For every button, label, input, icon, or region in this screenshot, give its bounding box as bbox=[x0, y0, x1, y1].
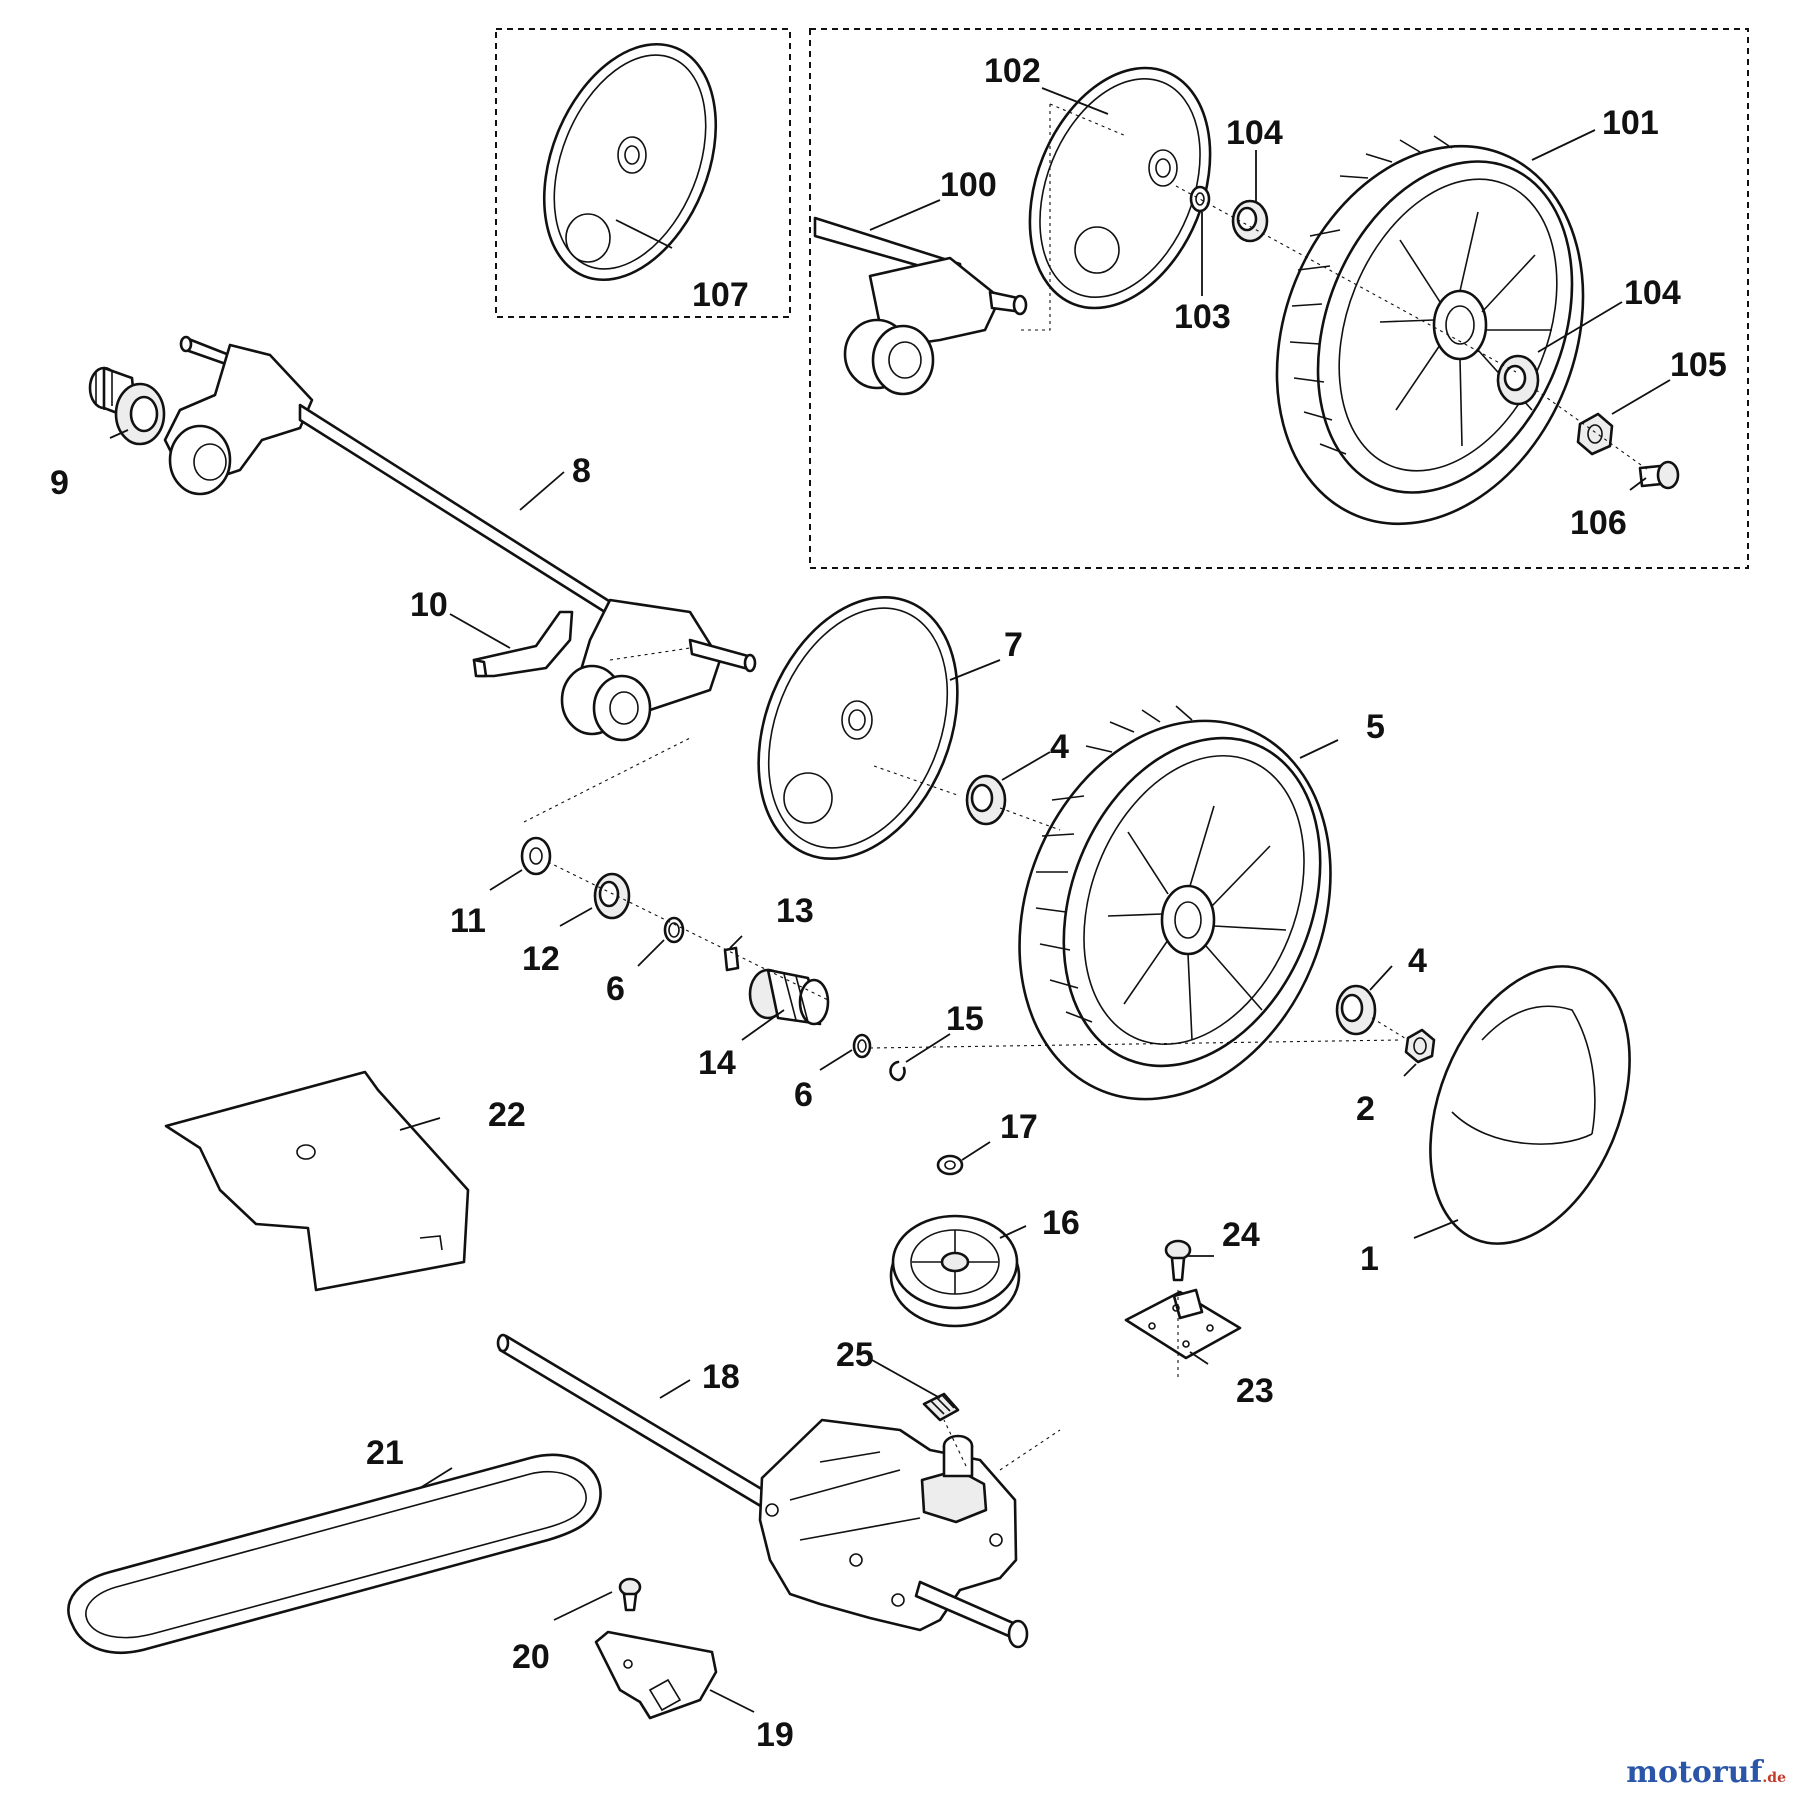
callout-11: 11 bbox=[450, 902, 486, 940]
part-15-clip bbox=[889, 1060, 906, 1082]
callout-18: 18 bbox=[702, 1358, 740, 1396]
part-104-bushing-upper bbox=[1231, 199, 1269, 243]
part-16-pulley bbox=[889, 1214, 1021, 1328]
callout-10: 10 bbox=[410, 586, 448, 624]
callout-12: 12 bbox=[522, 940, 560, 978]
callout-17: 17 bbox=[1000, 1108, 1038, 1146]
part-12-bearing bbox=[593, 872, 631, 920]
callout-6a: 6 bbox=[606, 970, 625, 1008]
callout-22: 22 bbox=[488, 1096, 526, 1134]
part-20-screw bbox=[618, 1577, 642, 1612]
part-25-spring bbox=[922, 1392, 960, 1422]
part-1-wheel-cover bbox=[1429, 965, 1631, 1245]
part-23-plate bbox=[1124, 1288, 1242, 1360]
part-101-wheel bbox=[1275, 135, 1585, 526]
callout-100: 100 bbox=[940, 166, 997, 204]
part-6-ring-upper bbox=[663, 916, 685, 944]
callout-107: 107 bbox=[692, 276, 749, 314]
callouts: 100 101 102 103 104 104 105 106 107 1 2 … bbox=[50, 52, 1727, 1754]
part-100-axle-bracket bbox=[813, 216, 1028, 396]
callout-103: 103 bbox=[1174, 298, 1231, 336]
callout-2: 2 bbox=[1356, 1090, 1375, 1128]
part-17-retaining-ring bbox=[936, 1154, 964, 1176]
callout-21: 21 bbox=[366, 1434, 404, 1472]
part-10-clip bbox=[472, 610, 574, 678]
callout-4b: 4 bbox=[1408, 942, 1427, 980]
callout-16: 16 bbox=[1042, 1204, 1080, 1242]
part-14-drive-pinion bbox=[748, 968, 830, 1026]
callout-14: 14 bbox=[698, 1044, 736, 1082]
part-11-washer bbox=[520, 836, 552, 876]
callout-106: 106 bbox=[1570, 504, 1627, 542]
part-8-rear-axle bbox=[163, 335, 757, 742]
part-18-transmission bbox=[496, 1333, 1029, 1649]
callout-105: 105 bbox=[1670, 346, 1727, 384]
part-106-bolt bbox=[1638, 460, 1680, 490]
callout-24: 24 bbox=[1222, 1216, 1260, 1254]
callout-9: 9 bbox=[50, 464, 69, 502]
callout-5: 5 bbox=[1366, 708, 1385, 746]
watermark-tld: .de bbox=[1762, 1770, 1786, 1786]
assembly-axes bbox=[523, 103, 1649, 1471]
part-4-bearing-upper bbox=[965, 774, 1007, 826]
callout-104a: 104 bbox=[1226, 114, 1283, 152]
callout-8: 8 bbox=[572, 452, 591, 490]
callout-1: 1 bbox=[1360, 1240, 1379, 1278]
leader-lines bbox=[109, 87, 1671, 1713]
part-107-hubcap bbox=[542, 42, 718, 282]
callout-23: 23 bbox=[1236, 1372, 1274, 1410]
part-5-wheel bbox=[1018, 705, 1332, 1101]
callout-6b: 6 bbox=[794, 1076, 813, 1114]
callout-102: 102 bbox=[984, 52, 1041, 90]
callout-13: 13 bbox=[776, 892, 814, 930]
part-4-bearing-lower bbox=[1335, 984, 1377, 1036]
watermark-logo: motoruf.de bbox=[1626, 1755, 1786, 1790]
part-7-hubcap bbox=[757, 595, 959, 861]
callout-4a: 4 bbox=[1050, 728, 1069, 766]
watermark-brand: motoruf bbox=[1626, 1755, 1763, 1790]
group-box-107 bbox=[495, 28, 791, 318]
callout-7: 7 bbox=[1004, 626, 1023, 664]
callout-104b: 104 bbox=[1624, 274, 1681, 312]
part-19-bracket bbox=[594, 1630, 718, 1720]
group-box-wheel-kit bbox=[809, 28, 1749, 569]
part-105-nut bbox=[1576, 412, 1614, 456]
callout-19: 19 bbox=[756, 1716, 794, 1754]
part-9-pinion bbox=[88, 366, 166, 446]
part-103-washer bbox=[1189, 185, 1211, 213]
callout-15: 15 bbox=[946, 1000, 984, 1038]
callout-20: 20 bbox=[512, 1638, 550, 1676]
callout-101: 101 bbox=[1602, 104, 1659, 142]
part-102-hubcap bbox=[1028, 66, 1212, 310]
part-104-bushing-lower bbox=[1496, 354, 1540, 406]
part-22-cover bbox=[164, 1070, 470, 1292]
part-2-nut bbox=[1404, 1028, 1436, 1064]
part-24-screw bbox=[1164, 1239, 1192, 1282]
part-6-ring-lower bbox=[852, 1033, 872, 1059]
part-21-belt bbox=[67, 1453, 602, 1654]
part-13-key bbox=[723, 946, 740, 972]
callout-25: 25 bbox=[836, 1336, 874, 1374]
